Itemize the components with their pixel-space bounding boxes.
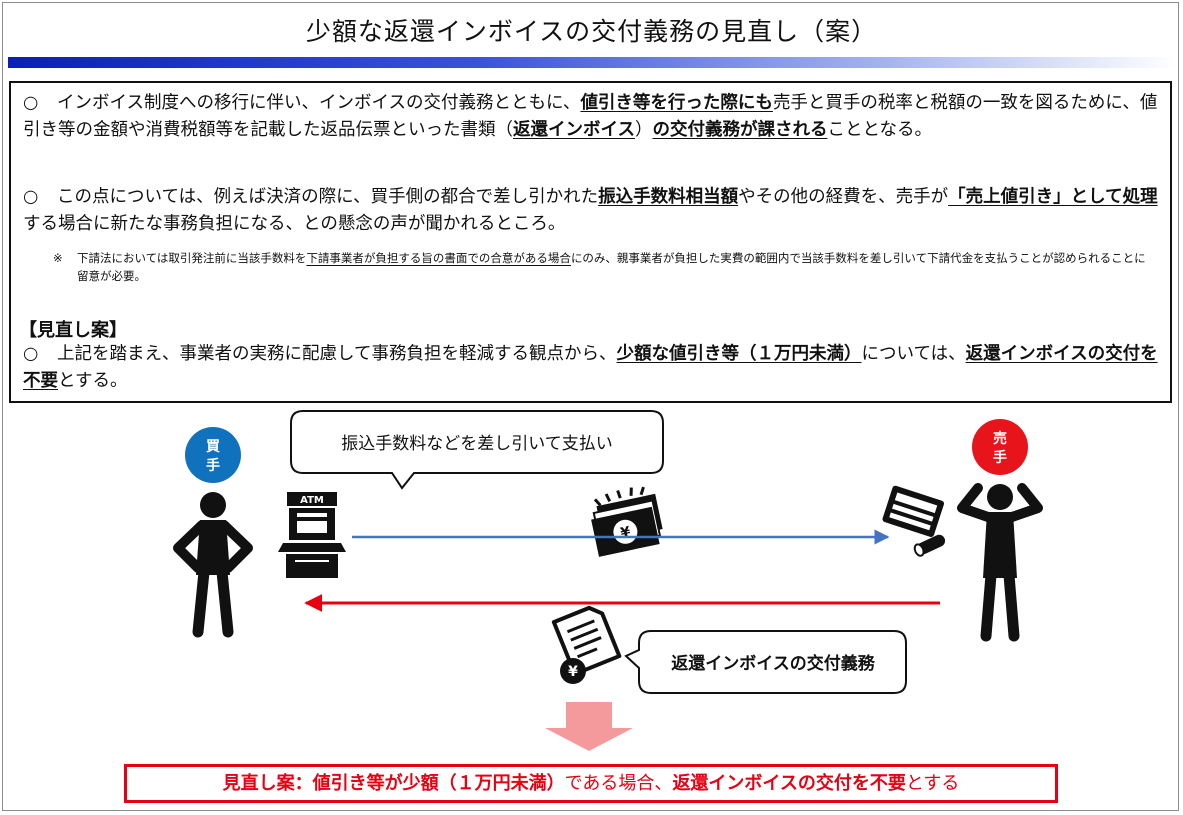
emphasis-obligation: の交付義務が課される <box>652 120 828 140</box>
seller-label-char-2: 手 <box>993 449 1007 466</box>
seller-circle <box>972 419 1028 475</box>
buyer-label-char-2: 手 <box>206 457 220 474</box>
review-paragraph: ○上記を踏まえ、事業者の実務に配慮して事務負担を軽減する観点から、少額な値引き等… <box>23 341 1159 395</box>
review-heading: 【見直し案】 <box>19 320 127 341</box>
emphasis-return-invoice: 返還インボイス <box>513 120 635 140</box>
footnote: ※ 下請法においては取引発注前に当該手数料を下請事業者が負担する旨の書面での合意… <box>53 251 1146 283</box>
note-underline: 下請事業者が負担する旨の書面での合意がある場合 <box>306 251 571 265</box>
yen-symbol-invoice: ¥ <box>568 664 578 680</box>
proposal-conclusion: 見直し案：値引き等が少額（１万円未満）である場合、返還インボイスの交付を不要とす… <box>124 764 1058 803</box>
atm-label: ATM <box>300 495 324 506</box>
paragraph-1: ○インボイス制度への移行に伴い、インボイスの交付義務とともに、値引き等を行った際… <box>23 90 1159 144</box>
explanation-box: ○インボイス制度への移行に伴い、インボイスの交付義務とともに、値引き等を行った際… <box>9 81 1172 403</box>
speech-invoice-text: 返還インボイスの交付義務 <box>671 653 875 674</box>
emphasis-sales-discount: 「売上値引き」として処理 <box>948 187 1158 207</box>
speech-payment-text: 振込手数料などを差し引いて支払い <box>341 434 613 454</box>
atm-icon: ATM <box>278 492 346 578</box>
paragraph-2: ○この点については、例えば決済の際に、買手側の都合で差し引かれた振込手数料相当額… <box>23 184 1159 238</box>
emphasis-small-amount: 少額な値引き等（１万円未満） <box>616 344 862 364</box>
money-icon: ¥ <box>591 486 663 557</box>
emphasis-price-reduction: 値引き等を行った際にも <box>580 93 773 113</box>
speech-bubble-invoice: 返還インボイスの交付義務 <box>624 630 907 694</box>
down-arrow <box>545 702 633 751</box>
buyer-label-char-1: 買 <box>206 439 221 455</box>
bullet-circle: ○ <box>23 93 39 113</box>
invoice-document-icon: ¥ <box>551 605 622 684</box>
seller-person-icon <box>957 483 1043 642</box>
calculator-icon <box>882 485 946 557</box>
bullet-circle: ○ <box>23 344 39 364</box>
buyer-label: 買 手 <box>185 427 241 483</box>
seller-label: 売 手 <box>972 419 1028 475</box>
page-title: 少額な返還インボイスの交付義務の見直し（案） <box>305 17 878 46</box>
title-gradient-bar <box>8 57 1175 68</box>
note-mark: ※ <box>53 251 63 265</box>
speech-bubble-payment: 振込手数料などを差し引いて支払い <box>290 410 664 490</box>
buyer-circle <box>185 427 241 483</box>
bullet-circle: ○ <box>23 187 39 207</box>
buyer-person-icon <box>173 492 253 638</box>
emphasis-not-required: 返還インボイスの交付を不要 <box>23 344 1158 391</box>
emphasis-transfer-fee: 振込手数料相当額 <box>598 187 739 207</box>
seller-label-char-1: 売 <box>993 430 1007 447</box>
